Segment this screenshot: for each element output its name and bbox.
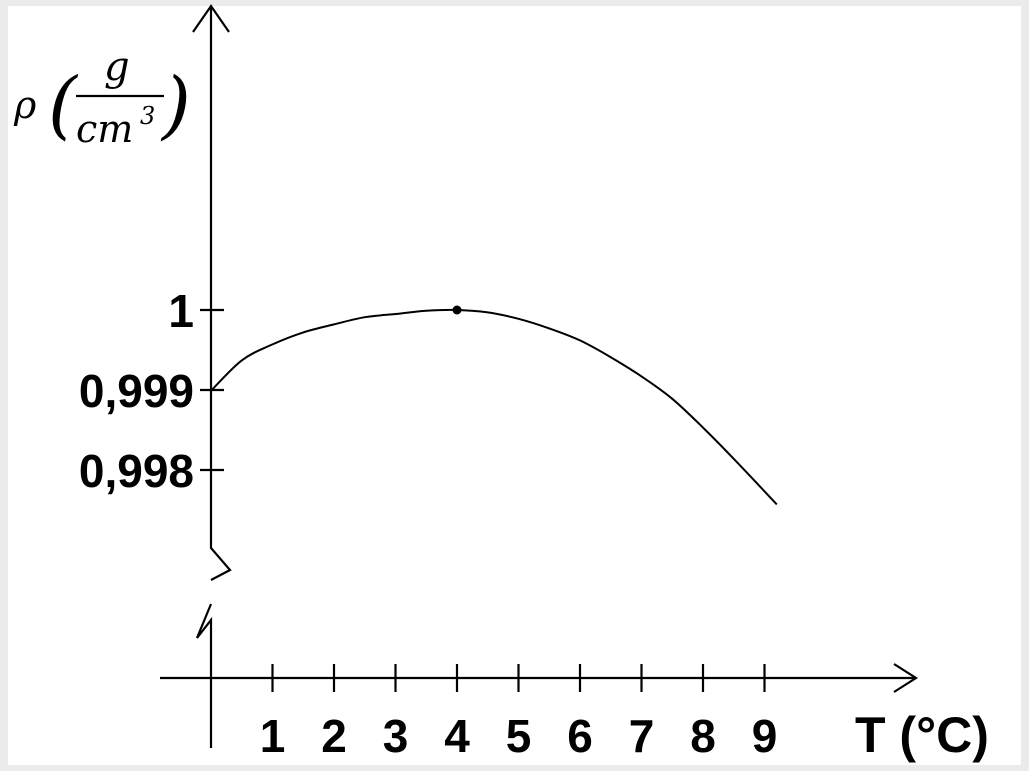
x-tick-label: 7 <box>629 710 655 762</box>
x-tick-label: 4 <box>444 710 470 762</box>
series-layer <box>210 305 778 506</box>
y-axis-symbol: ρ <box>13 83 37 127</box>
y-axis-numerator: g <box>104 44 130 90</box>
max-density-point <box>452 305 462 315</box>
x-tick-label: 9 <box>752 710 778 762</box>
density-curve <box>210 308 778 506</box>
y-axis-open-paren: ( <box>48 62 79 148</box>
y-axis-upper <box>209 6 232 581</box>
y-axis-lower <box>195 603 213 748</box>
x-tick-label: 2 <box>321 710 347 762</box>
y-tick-label: 0,999 <box>79 365 194 417</box>
y-axis-exponent: 3 <box>140 102 155 130</box>
x-tick-label: 3 <box>383 710 409 762</box>
x-axis-arrowhead <box>893 663 919 693</box>
y-axis-title: ρ ( g cm 3 ) <box>13 44 191 151</box>
x-tick-label: 6 <box>567 710 593 762</box>
x-axis-title: T (°C) <box>855 707 989 763</box>
x-tick-label: 1 <box>260 710 286 762</box>
x-tick-label: 5 <box>506 710 532 762</box>
y-ticks: 1 0,999 0,998 <box>79 285 224 497</box>
y-axis-close-paren: ) <box>160 62 191 148</box>
y-tick-label: 1 <box>168 285 194 337</box>
y-tick-label: 0,998 <box>79 445 194 497</box>
chart-frame <box>8 6 1021 765</box>
y-axis-denominator: cm <box>76 107 133 151</box>
y-axis-arrowhead <box>192 4 230 33</box>
x-tick-label: 8 <box>690 710 716 762</box>
